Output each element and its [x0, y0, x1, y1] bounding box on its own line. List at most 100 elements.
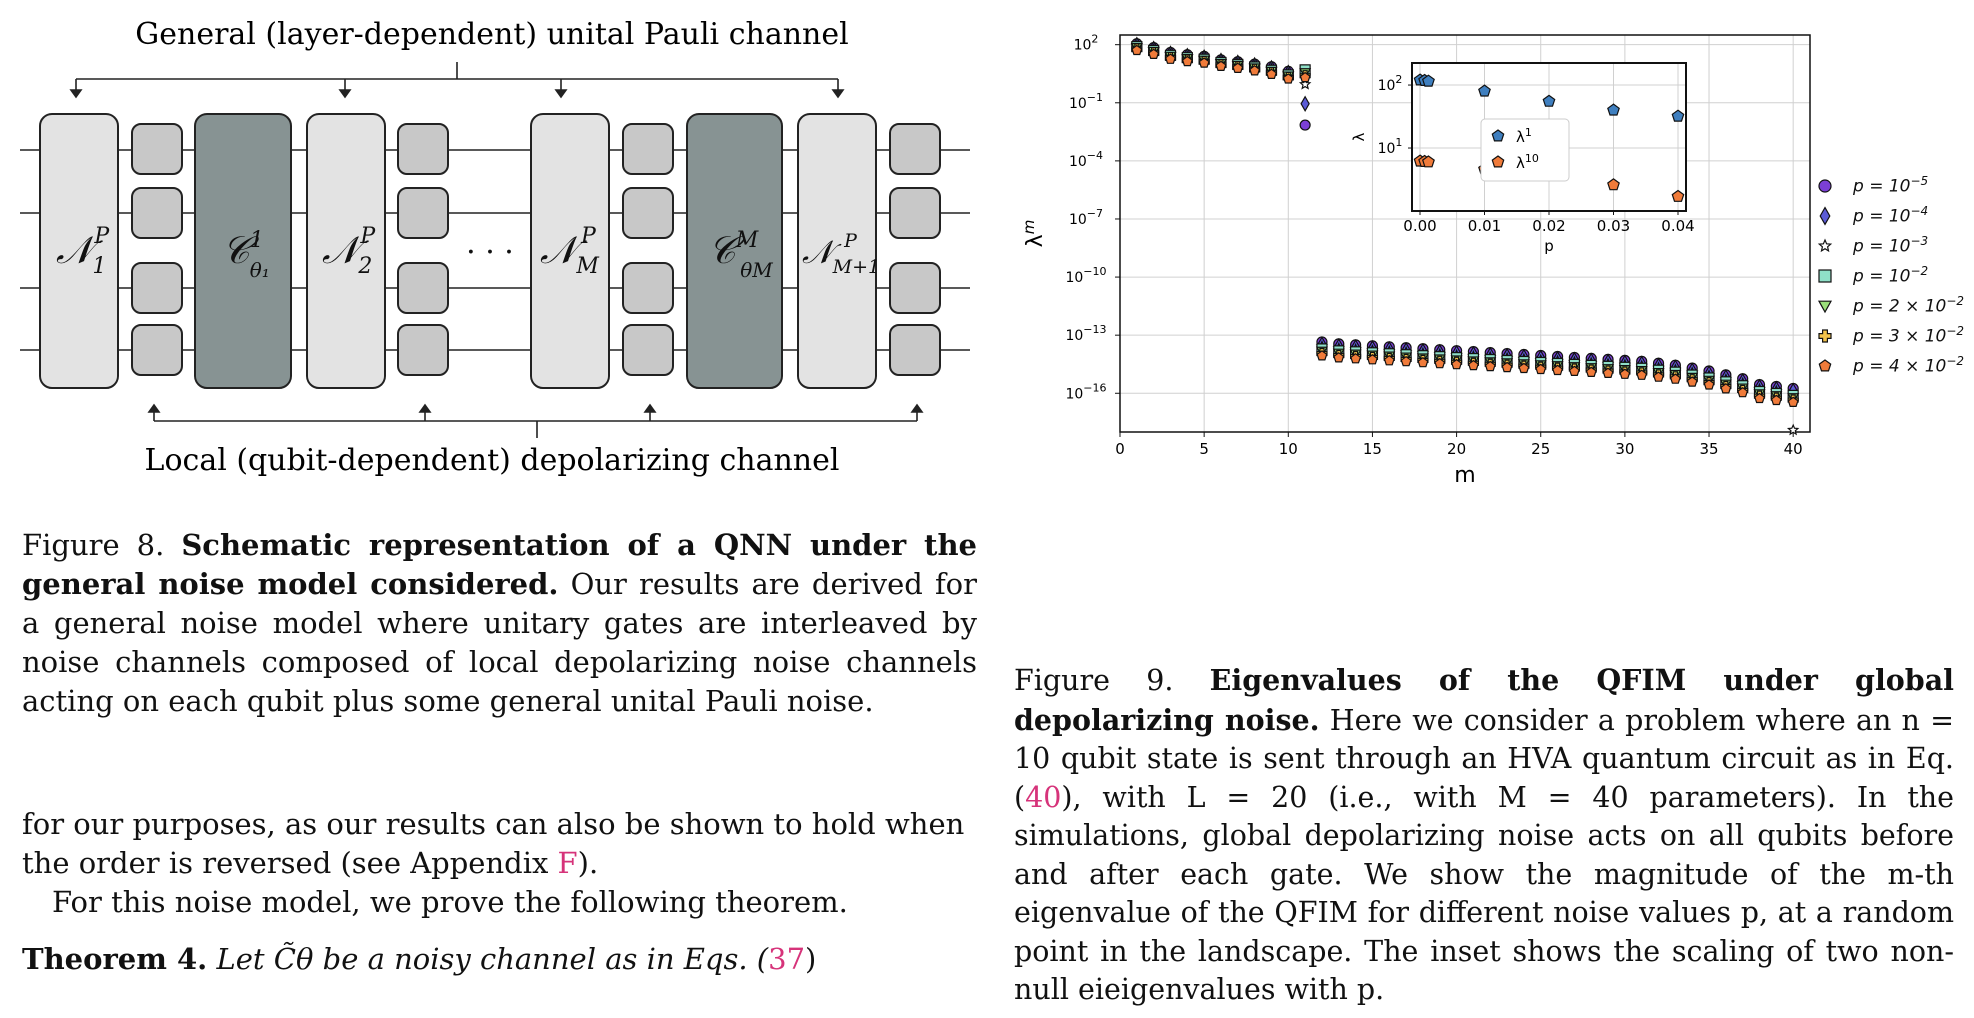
- legend-marker-shape-2: [1817, 238, 1833, 253]
- inset-x-tick-label: 0.03: [1597, 217, 1630, 235]
- x-tick-label-35: 35: [1699, 440, 1718, 458]
- point-series6-m20: [1451, 358, 1463, 370]
- legend-marker-3: [1818, 269, 1832, 283]
- inset-point-0-6: [1671, 109, 1685, 122]
- point-series6-m1: [1131, 44, 1143, 56]
- figure8-caption: Figure 8. Schematic representation of a …: [22, 526, 977, 721]
- point-series2-m11: [1298, 77, 1312, 90]
- legend-marker-5: [1818, 329, 1832, 343]
- legend-label-2: p = 10−3: [1853, 234, 1929, 257]
- point-series6-m7: [1232, 62, 1244, 74]
- figure8-ellipsis: · · ·: [466, 235, 514, 270]
- legend-marker-2: [1817, 238, 1833, 253]
- point-series6-m25: [1535, 363, 1547, 375]
- y-tick-label--13: 10−13: [1065, 323, 1106, 344]
- inset-legend-marker-1: [1491, 155, 1505, 168]
- inset-point-0-4: [1542, 94, 1556, 107]
- point-series6-m12: [1316, 350, 1328, 361]
- point-series6-m5: [1198, 57, 1210, 68]
- point-series6-m16: [1383, 354, 1395, 366]
- inset-y-tick-label: 101: [1378, 136, 1403, 157]
- legend-label-1: p = 10−4: [1853, 204, 1929, 227]
- legend-marker-shape-0: [1818, 179, 1832, 193]
- point-series6-m14: [1350, 353, 1362, 364]
- x-tick-label-25: 25: [1531, 440, 1550, 458]
- point-series6-m22: [1484, 360, 1496, 372]
- figure9-caption-label: Figure 9.: [1014, 664, 1174, 697]
- point-series6-m37: [1737, 386, 1749, 398]
- figure8-top-label: General (layer-dependent) unital Pauli c…: [135, 17, 848, 52]
- y-tick-label-2: 102: [1074, 33, 1099, 54]
- legend-marker-4: [1817, 300, 1833, 314]
- figure9-eq-ref[interactable]: 40: [1025, 780, 1062, 814]
- point-series6-m38: [1754, 392, 1766, 404]
- x-tick-label-40: 40: [1784, 440, 1803, 458]
- point-series6-m28: [1585, 366, 1597, 377]
- x-tick-label-10: 10: [1279, 440, 1298, 458]
- point-series6-m17: [1400, 355, 1412, 367]
- point-series6-m33: [1669, 373, 1681, 384]
- point-series6-m34: [1686, 376, 1698, 387]
- inset-y-tick-label: 102: [1378, 73, 1403, 94]
- x-axis-label: m: [1454, 463, 1475, 488]
- inset-legend-marker-0: [1491, 129, 1505, 142]
- point-series6-m8: [1249, 65, 1261, 76]
- label-N1: 𝒩1P: [56, 224, 110, 279]
- inset-point-0-3: [1478, 84, 1491, 97]
- x-tick-label-15: 15: [1363, 440, 1382, 458]
- figure9-caption-title: Eigenvalues of the QFIM under global dep…: [1014, 663, 1954, 737]
- body-text: for our purposes, as our results can als…: [22, 805, 977, 979]
- point-series6-m39: [1770, 394, 1782, 406]
- x-tick-label-20: 20: [1447, 440, 1466, 458]
- main-plot-frame: [1119, 34, 1811, 433]
- figure9-caption: Figure 9. Eigenvalues of the QFIM under …: [1014, 661, 1954, 1010]
- x-tick-label-5: 5: [1199, 440, 1209, 458]
- point-series0-m11: [1299, 119, 1311, 131]
- inset-x-tick-label: 0.00: [1403, 217, 1436, 235]
- legend-label-3: p = 10−2: [1853, 264, 1929, 287]
- noise-channel-block-M: [530, 113, 610, 389]
- y-tick-label--7: 10−7: [1069, 207, 1103, 228]
- point-series6-m23: [1501, 361, 1513, 373]
- figure8-caption-label: Figure 8.: [22, 528, 165, 562]
- point-series6-m19: [1434, 357, 1446, 369]
- figure8-bottom-label: Local (qubit-dependent) depolarizing cha…: [145, 443, 840, 478]
- theorem-eq-ref[interactable]: 37: [768, 942, 806, 976]
- point-series6-m4: [1181, 55, 1193, 67]
- y-tick-label--4: 10−4: [1069, 149, 1103, 170]
- inset-x-tick-label: 0.04: [1661, 217, 1694, 235]
- point-series6-m30: [1619, 368, 1631, 379]
- point-series6-m32: [1653, 371, 1665, 382]
- body-paragraph-2: For this noise model, we prove the follo…: [52, 885, 848, 919]
- theorem-text-b: ): [805, 942, 817, 976]
- figure8-caption-body: Our results are derived for a general no…: [22, 567, 977, 718]
- appendix-ref[interactable]: F: [557, 846, 578, 880]
- figure8-diagram: General (layer-dependent) unital Pauli c…: [20, 17, 970, 478]
- noise-channel-block-2: [306, 113, 386, 389]
- theorem-line: Theorem 4. Let C̃θ be a noisy channel as…: [22, 940, 977, 979]
- point-series6-m3: [1164, 53, 1176, 64]
- legend-marker-1: [1819, 206, 1831, 226]
- inset-point-0-2: [1421, 74, 1435, 87]
- point-series2-m40: [1786, 423, 1800, 436]
- y-tick-label--10: 10−10: [1065, 265, 1106, 286]
- inset-y-label: λ: [1350, 132, 1368, 141]
- y-tick-label--16: 10−16: [1065, 381, 1106, 402]
- figure9-caption-body-2: ), with L = 20 (i.e., with M = 40 parame…: [1014, 780, 1954, 1007]
- point-series6-m24: [1518, 362, 1530, 374]
- series-6: [1131, 44, 1799, 407]
- point-series6-m29: [1602, 367, 1614, 378]
- point-series6-m18: [1417, 356, 1429, 368]
- body-paragraph-1a: for our purposes, as our results can als…: [22, 807, 965, 880]
- legend-marker-0: [1818, 179, 1832, 193]
- legend-marker-shape-6: [1818, 359, 1832, 372]
- point-series6-m40: [1787, 396, 1799, 407]
- point-series6-m11: [1299, 71, 1311, 83]
- inset-x-tick-label: 0.02: [1532, 217, 1565, 235]
- legend-marker-shape-3: [1818, 269, 1832, 283]
- figure9-caption-body-1: Here we consider a problem where an n = …: [1014, 703, 1954, 814]
